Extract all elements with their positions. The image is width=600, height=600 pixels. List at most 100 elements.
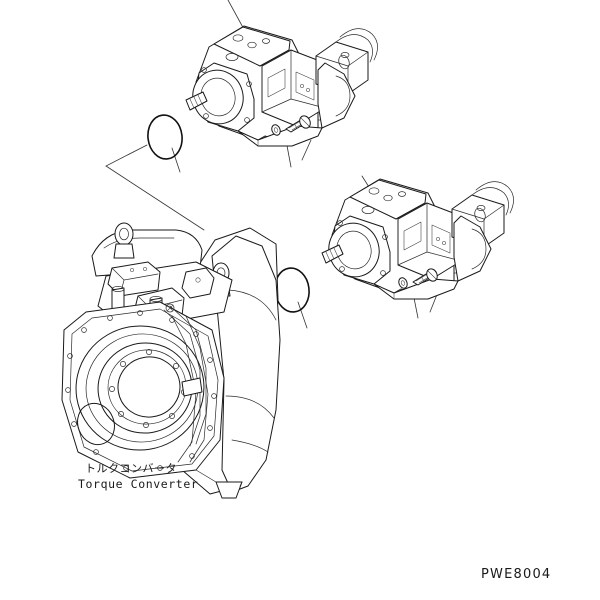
perimeter-bolt-12 xyxy=(94,450,99,455)
pump-lower-flange-bolt-3 xyxy=(381,271,386,276)
perimeter-bolt-7 xyxy=(212,394,217,399)
pump-upper-valve-screw-1 xyxy=(300,84,303,87)
pump-upper-flange-bolt-4 xyxy=(204,114,209,119)
bell-housing-ring-outer xyxy=(67,317,213,459)
perimeter-bolt-15 xyxy=(68,354,73,359)
pump-upper-port-b xyxy=(248,42,256,48)
tc-valve-1-screw-2 xyxy=(143,267,146,270)
tc-linkage-tube-2 xyxy=(164,310,200,446)
tc-bottom-edge-1 xyxy=(196,470,216,482)
pump-upper-foot xyxy=(238,126,322,146)
hydraulic-pump-assembly-lower xyxy=(322,179,514,299)
bore-bolt-5 xyxy=(143,422,148,427)
pump-upper-flange-bolt-2 xyxy=(247,82,252,87)
pump-lower-hose-loop-inner xyxy=(472,187,509,215)
pump-lower-flange-bolt-4 xyxy=(340,267,345,272)
torque-converter-label-jp: トルクコンバータ xyxy=(85,462,177,475)
pump-upper-top-cover xyxy=(214,27,290,66)
bolt-upper-head-facet xyxy=(301,118,309,126)
lifting-eye-top-outer xyxy=(115,223,133,245)
pump-lower-port-c xyxy=(398,192,405,197)
pump-upper-port-d xyxy=(226,53,238,60)
pump-lower-rear-cap xyxy=(454,207,491,281)
hydraulic-pump-assembly-upper xyxy=(186,26,378,146)
perimeter-bolt-14 xyxy=(66,388,71,393)
tc-linkage-tube xyxy=(170,306,206,444)
washer-lower-hole xyxy=(401,280,406,286)
pump-lower-flange-bolt-2 xyxy=(383,235,388,240)
pump-lower-valve-screw-2 xyxy=(442,241,445,244)
torque-converter-lifting-eye-top xyxy=(114,223,134,258)
tc-bottom-edge-2 xyxy=(240,482,242,486)
bore-bolt-2 xyxy=(173,363,178,368)
washer-lower xyxy=(397,276,408,289)
pump-upper-rear-eye xyxy=(337,54,351,71)
tc-deck-cap-screw xyxy=(196,278,200,282)
pump-upper-front-flange xyxy=(186,63,254,131)
torque-converter-bottom-foot xyxy=(216,482,242,498)
pump-lower-port-a xyxy=(369,188,379,194)
pump-upper-hose-loop-inner xyxy=(336,34,373,62)
pump-lower-hose-loop xyxy=(476,182,514,213)
tc-side-rib-2 xyxy=(186,316,208,462)
hardware-upper xyxy=(270,114,312,136)
tc-fitting-boss xyxy=(166,304,174,312)
pump-upper-valve-block xyxy=(262,50,325,126)
pump-lower-foot xyxy=(374,279,458,299)
lifting-eye-top-base xyxy=(114,244,134,258)
pump-upper-valve-screw-2 xyxy=(306,88,309,91)
torque-converter-housing xyxy=(62,223,280,498)
bore-bolt-6 xyxy=(118,411,123,416)
tc-valve-1-screw-1 xyxy=(130,268,133,271)
bore-bolt-4 xyxy=(169,413,174,418)
bolt-upper xyxy=(286,114,312,132)
pump-upper-shaft xyxy=(186,92,207,110)
tc-boss-1-cap xyxy=(112,286,124,291)
perimeter-bolt-1 xyxy=(82,328,87,333)
leader-oring-lower xyxy=(298,302,307,328)
pump-lower-rear-body xyxy=(454,216,491,281)
pump-upper-flange-bolt-1 xyxy=(202,68,207,73)
tc-fitting-cross xyxy=(167,305,173,311)
pump-upper-hose-loop xyxy=(340,29,378,60)
bell-housing-bore xyxy=(114,353,185,422)
pump-upper-valve-face-2 xyxy=(296,72,314,100)
bore-bolt-8 xyxy=(120,361,125,366)
pump-lower-valve-screw-1 xyxy=(436,237,439,240)
pump-lower-port-d xyxy=(362,206,374,213)
torque-converter-volute-seam-3 xyxy=(232,440,268,452)
bore-bolt-1 xyxy=(146,349,151,354)
pump-upper-valve-face-1 xyxy=(268,69,285,97)
leader-zigzag-torque-converter xyxy=(106,145,204,230)
sheet-code-label: PWE8004 xyxy=(481,567,551,582)
perimeter-bolt-13 xyxy=(72,422,77,427)
pump-lower-valve-block xyxy=(398,203,461,279)
pump-upper-valve-edges xyxy=(262,50,325,112)
pump-lower-shaft xyxy=(322,245,343,263)
bolt-lower-head-facet xyxy=(428,271,436,279)
washer-upper-outer xyxy=(270,123,281,136)
bell-housing-flange-plate xyxy=(62,302,224,478)
pump-upper-rear-body xyxy=(318,63,355,128)
bore-bolt-7 xyxy=(109,386,114,391)
tc-fitting xyxy=(166,304,174,312)
pump-upper-regulator-cap xyxy=(341,52,349,57)
pump-lower-front-flange xyxy=(322,216,390,284)
perimeter-bolt-10 xyxy=(158,466,163,471)
perimeter-bolt-8 xyxy=(208,426,213,431)
bell-housing-bore-bolt-circle xyxy=(109,349,186,427)
pump-upper-port-a xyxy=(233,35,243,41)
perimeter-bolt-2 xyxy=(108,316,113,321)
pump-upper-shaft-splines xyxy=(190,95,202,108)
perimeter-bolt-11 xyxy=(124,466,129,471)
pump-lower-rear-eye xyxy=(473,207,487,224)
torque-converter-volute-seam-2 xyxy=(226,396,274,418)
pump-lower-flange-bolt-1 xyxy=(338,221,343,226)
hardware-lower xyxy=(397,267,439,289)
torque-converter-label-en: Torque Converter xyxy=(78,477,198,491)
pump-upper-port-c xyxy=(262,39,269,44)
leader-oring-upper xyxy=(172,148,180,172)
pump-lower-port-b xyxy=(384,195,392,201)
